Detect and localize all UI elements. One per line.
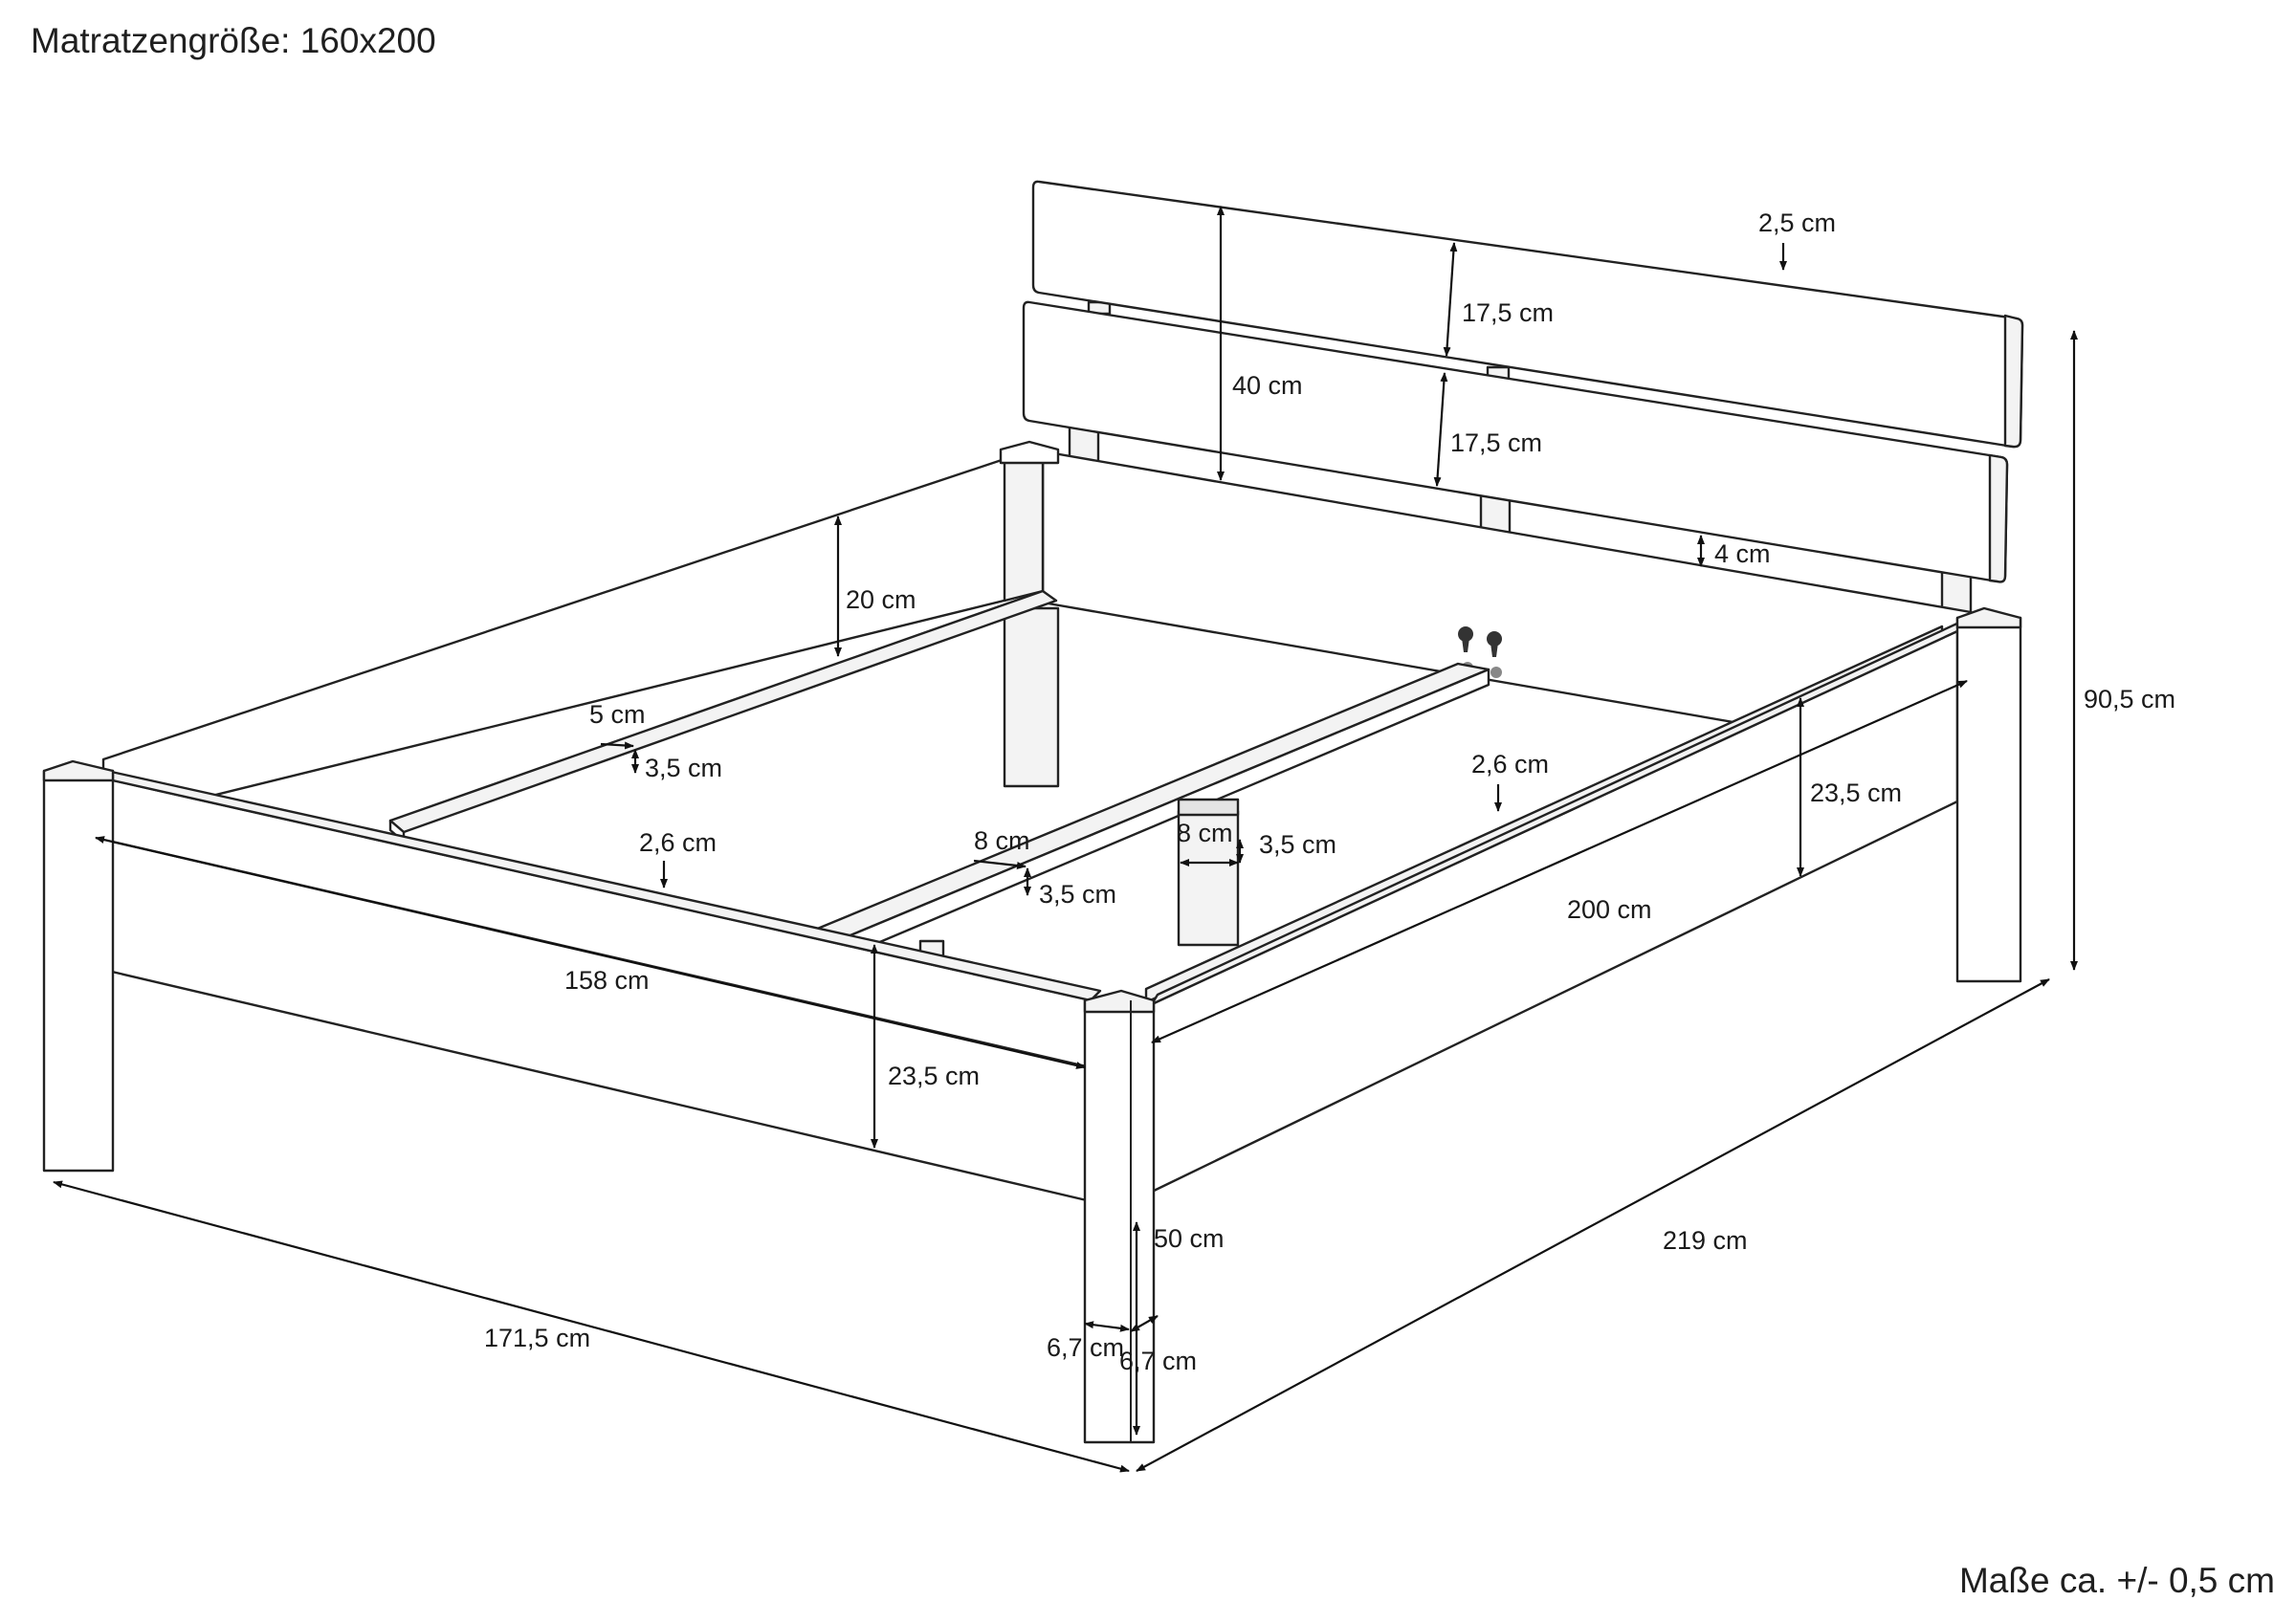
leg-back-left [1003, 606, 1060, 788]
label-beam-width: 8 cm [974, 826, 1030, 855]
leg-front-left [42, 769, 115, 1173]
label-headboard-board-top: 17,5 cm [1462, 298, 1554, 327]
label-side-panel-height: 20 cm [846, 585, 916, 614]
tolerance-note: Maße ca. +/- 0,5 cm [1958, 1561, 2275, 1600]
label-leg-depth: 6,7 cm [1119, 1347, 1197, 1375]
headboard-board-lower-edge [1988, 453, 2009, 583]
label-center-leg-width: 8 cm [1177, 819, 1233, 847]
right-side-rail [1150, 629, 1959, 1194]
left-side-rail-edge [1003, 450, 1045, 603]
label-total-height: 90,5 cm [2084, 685, 2175, 713]
leg-front-left-top [42, 759, 115, 782]
label-headboard-height: 40 cm [1232, 371, 1303, 400]
label-inner-length: 200 cm [1567, 895, 1652, 924]
leg-back-right-top [1955, 606, 2022, 629]
label-beam-height: 3,5 cm [1039, 880, 1116, 909]
label-ledge-thickness-right: 2,6 cm [1471, 750, 1549, 779]
label-outer-width: 171,5 cm [484, 1324, 590, 1352]
label-slat-ledge-width: 5 cm [589, 700, 646, 729]
label-center-leg-depth: 3,5 cm [1259, 830, 1336, 859]
leg-back-right [1955, 616, 2022, 983]
label-footboard-height: 23,5 cm [888, 1062, 980, 1090]
label-headboard-board-bottom: 17,5 cm [1450, 428, 1542, 457]
leg-front-right [1083, 998, 1156, 1444]
label-slat-ledge-height: 3,5 cm [645, 754, 722, 782]
label-right-rail-height: 23,5 cm [1810, 779, 1902, 807]
label-leg-width: 6,7 cm [1047, 1333, 1124, 1362]
label-leg-height: 50 cm [1154, 1224, 1225, 1253]
label-outer-length: 219 cm [1663, 1226, 1748, 1255]
headboard-board-upper-edge [2003, 314, 2024, 449]
dimension-lines [53, 206, 2078, 1473]
label-inner-width: 158 cm [564, 966, 650, 995]
headboard [1022, 180, 2024, 614]
leg-back-left-top [999, 440, 1060, 465]
label-headboard-thickness: 2,5 cm [1758, 208, 1836, 237]
center-leg-cap [1177, 798, 1240, 817]
page-title: Matratzengröße: 160x200 [31, 21, 436, 60]
label-headboard-gap: 4 cm [1714, 539, 1771, 568]
keyhole-fittings [1458, 626, 1502, 678]
label-ledge-thickness-left: 2,6 cm [639, 828, 717, 857]
